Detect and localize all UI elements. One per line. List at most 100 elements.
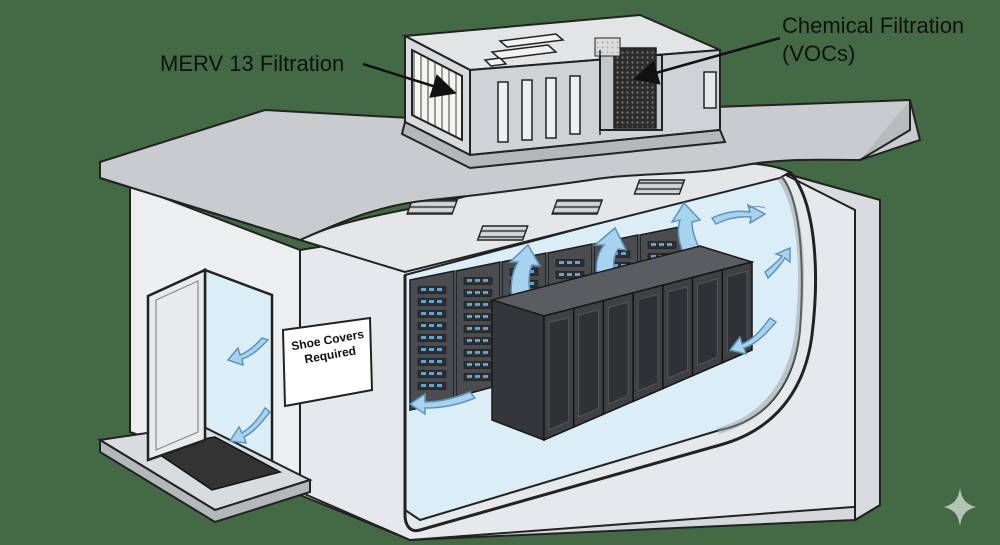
server-led bbox=[667, 243, 672, 246]
server-led bbox=[483, 375, 488, 378]
airflow-arrow-icon bbox=[408, 391, 477, 416]
server-led bbox=[467, 363, 472, 366]
server-led bbox=[429, 348, 434, 351]
airflow-front bbox=[408, 203, 791, 416]
server-led bbox=[467, 339, 472, 342]
server-led bbox=[559, 261, 564, 264]
merv-callout-arrow bbox=[362, 62, 457, 98]
chemical-filtration-label-line2: (VOCs) bbox=[782, 41, 856, 66]
server-led bbox=[483, 291, 488, 294]
right-wall bbox=[779, 171, 881, 522]
server-led bbox=[475, 339, 480, 342]
server-led bbox=[651, 255, 656, 258]
chemical-filtration-label-line1: Chemical Filtration bbox=[782, 13, 965, 38]
hvac-slot bbox=[545, 77, 557, 139]
hvac-slot bbox=[521, 79, 533, 141]
server-led bbox=[467, 351, 472, 354]
server-led bbox=[483, 351, 488, 354]
hvac-base bbox=[400, 120, 727, 170]
server-led bbox=[429, 312, 434, 315]
server-led bbox=[421, 336, 426, 339]
server-led bbox=[559, 273, 564, 276]
server-led bbox=[429, 288, 434, 291]
chemical-filter-media bbox=[613, 47, 657, 129]
server-led bbox=[567, 273, 572, 276]
server-led bbox=[475, 315, 480, 318]
server-led bbox=[621, 252, 626, 255]
airflow-arrow-icon bbox=[747, 206, 766, 209]
server-led bbox=[475, 327, 480, 330]
chemical-filter-top bbox=[594, 37, 621, 57]
shoe-covers-sign bbox=[281, 316, 374, 408]
server-rack-front bbox=[602, 291, 634, 416]
cutaway-edge-inner bbox=[717, 176, 804, 434]
rack-door-panel bbox=[637, 293, 659, 393]
ceiling-vent bbox=[476, 225, 529, 241]
cutaway-edge bbox=[403, 171, 818, 533]
roof-edge bbox=[99, 162, 301, 241]
chemical-filtration-label: Chemical Filtration (VOCs) bbox=[782, 12, 964, 68]
server-led bbox=[575, 273, 580, 276]
airflow-arrow-icon bbox=[728, 316, 778, 356]
server-led bbox=[475, 303, 480, 306]
server-led bbox=[613, 264, 618, 267]
roof-edge-right bbox=[859, 100, 911, 161]
server-led bbox=[529, 270, 534, 273]
airflow-arrow-icon bbox=[228, 406, 272, 444]
server-led bbox=[429, 384, 434, 387]
hvac-top-vent bbox=[483, 57, 508, 67]
server-led bbox=[421, 324, 426, 327]
ceiling-vent bbox=[551, 199, 604, 215]
entrance bbox=[97, 268, 313, 524]
server-led bbox=[421, 372, 426, 375]
rack-door-panel bbox=[697, 278, 718, 367]
server-led bbox=[467, 315, 472, 318]
server-rack-front bbox=[662, 276, 694, 390]
server-led bbox=[421, 384, 426, 387]
merv-13-label: MERV 13 Filtration bbox=[160, 51, 345, 76]
server-led bbox=[483, 363, 488, 366]
server-led bbox=[437, 324, 442, 327]
airflow-arrow-icon bbox=[710, 203, 767, 225]
server-led bbox=[421, 348, 426, 351]
server-led bbox=[475, 363, 480, 366]
rack-door-panel bbox=[548, 316, 570, 431]
server-led bbox=[429, 360, 434, 363]
airflow-arrow-icon bbox=[226, 337, 270, 367]
hvac-slot bbox=[497, 81, 509, 143]
server-rack-front bbox=[721, 261, 753, 364]
server-led bbox=[437, 384, 442, 387]
server-led bbox=[437, 288, 442, 291]
server-led bbox=[467, 327, 472, 330]
server-led bbox=[475, 375, 480, 378]
server-led bbox=[437, 300, 442, 303]
server-rack-front bbox=[572, 299, 605, 429]
server-led bbox=[575, 261, 580, 264]
server-led bbox=[483, 327, 488, 330]
server-led bbox=[421, 312, 426, 315]
server-rack-front bbox=[632, 284, 664, 403]
front-row-end bbox=[491, 298, 545, 442]
server-led bbox=[437, 312, 442, 315]
server-led bbox=[437, 336, 442, 339]
rack-door-panel bbox=[667, 286, 689, 380]
server-led bbox=[437, 360, 442, 363]
hvac-access-panel bbox=[703, 71, 717, 109]
server-led bbox=[529, 282, 534, 285]
server-led bbox=[429, 324, 434, 327]
server-led bbox=[421, 288, 426, 291]
open-door bbox=[146, 268, 207, 462]
rack-door-panel bbox=[578, 309, 599, 418]
chemical-callout-arrow bbox=[633, 36, 781, 85]
door-sign bbox=[281, 316, 374, 408]
server-led bbox=[437, 348, 442, 351]
server-led bbox=[475, 279, 480, 282]
hvac-slot bbox=[569, 75, 581, 135]
entrance-step-side bbox=[99, 438, 311, 524]
server-led bbox=[421, 360, 426, 363]
airflow-arrow-icon bbox=[764, 246, 791, 280]
server-led bbox=[483, 315, 488, 318]
server-led bbox=[421, 300, 426, 303]
server-led bbox=[567, 261, 572, 264]
